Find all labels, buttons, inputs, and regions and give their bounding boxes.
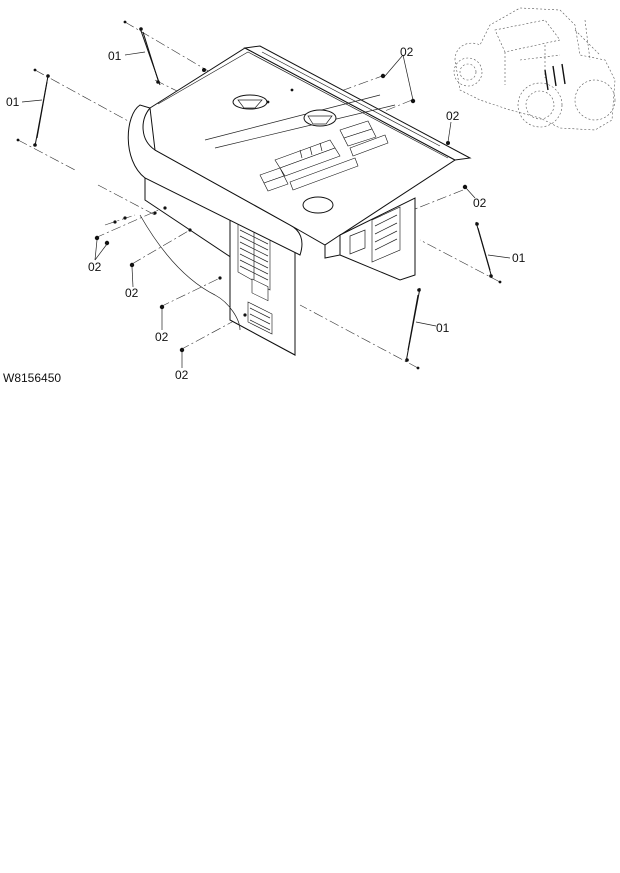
callout-labels: 01 01 02 02 02 01 02 02 01 02 02 (6, 45, 526, 382)
gas-strut-bottom (405, 287, 421, 363)
callout-02-left-middle: 02 (125, 286, 139, 300)
hood-assembly (127, 45, 472, 356)
leader-lines (21, 51, 511, 368)
gas-strut-left (33, 74, 50, 147)
callout-02-left-pair: 02 (88, 260, 102, 274)
gas-strut-right (475, 221, 493, 279)
fasteners (16, 20, 502, 370)
drawing-id: W8156450 (3, 371, 61, 385)
callout-01-bottom: 01 (436, 321, 450, 335)
callout-02-bottom: 02 (175, 368, 189, 382)
top-openings (232, 94, 337, 214)
callout-01-top: 01 (108, 49, 122, 63)
front-cowl (127, 104, 303, 256)
callout-02-rear-lip: 02 (446, 109, 460, 123)
callout-02-right: 02 (473, 196, 487, 210)
machine-thumbnail (453, 7, 616, 131)
side-vent-grill (237, 221, 273, 335)
gas-strut-top (139, 27, 161, 86)
top-vent-slots (259, 120, 389, 192)
callout-01-right: 01 (512, 251, 526, 265)
callout-01-left: 01 (6, 95, 20, 109)
callout-02-top-right: 02 (400, 45, 414, 59)
callout-02-lower: 02 (155, 330, 169, 344)
